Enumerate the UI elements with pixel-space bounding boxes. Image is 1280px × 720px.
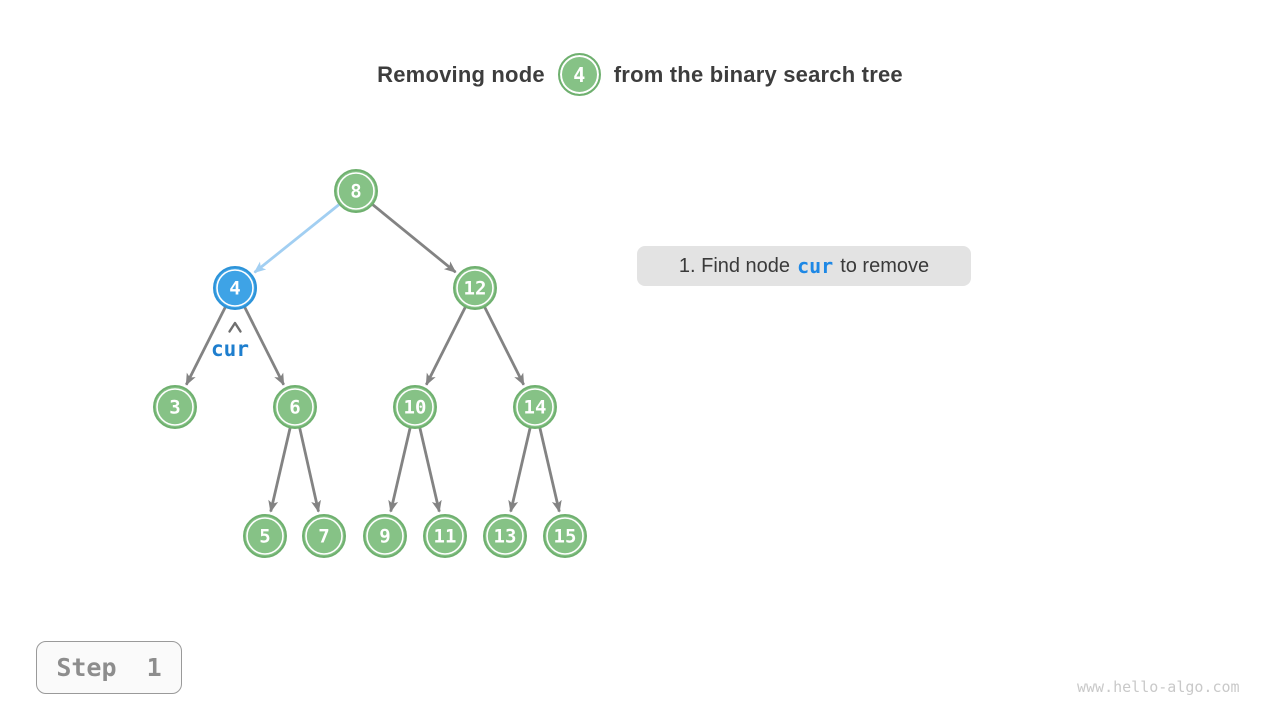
node-inner-ring xyxy=(276,388,314,426)
node-circle xyxy=(273,385,317,429)
node-circle xyxy=(302,514,346,558)
node-value: 11 xyxy=(434,526,457,548)
annotation-step-description: 1. Find node cur to remove xyxy=(637,246,971,286)
annotation-text-before: 1. Find node xyxy=(678,254,791,277)
tree-node-5: 5 xyxy=(243,514,287,558)
tree-node-6: 6 xyxy=(273,385,317,429)
node-value: 14 xyxy=(524,397,547,419)
node-value: 8 xyxy=(350,181,361,203)
tree-edge-12-10 xyxy=(425,306,467,386)
diagram-title: Removing node 4 from the binary search t… xyxy=(0,53,1280,96)
node-value: 6 xyxy=(289,397,300,419)
node-inner-ring xyxy=(156,388,194,426)
node-inner-ring xyxy=(456,269,494,307)
node-circle xyxy=(483,514,527,558)
node-inner-ring xyxy=(337,172,375,210)
tree-node-14: 14 xyxy=(513,385,557,429)
title-prefix: Removing node xyxy=(377,61,545,87)
tree-edge-10-11 xyxy=(418,427,442,513)
step-badge: Step 1 xyxy=(36,641,182,694)
tree-node-4: 4 xyxy=(213,266,257,310)
tree-edge-12-14 xyxy=(483,306,525,386)
cur-pointer: cur xyxy=(211,321,249,361)
node-circle xyxy=(213,266,257,310)
tree-edge-4-3 xyxy=(185,306,227,386)
node-inner-ring xyxy=(305,517,343,555)
node-value: 9 xyxy=(379,526,390,548)
watermark-url: www.hello-algo.com xyxy=(1077,678,1240,696)
node-circle xyxy=(363,514,407,558)
node-value: 10 xyxy=(404,397,427,419)
tree-edge-10-9 xyxy=(388,427,412,513)
node-circle xyxy=(423,514,467,558)
node-circle xyxy=(153,385,197,429)
node-circle xyxy=(393,385,437,429)
node-value: 3 xyxy=(169,397,180,419)
tree-edge-14-15 xyxy=(538,427,562,513)
node-value: 7 xyxy=(318,526,329,548)
node-inner-ring xyxy=(216,269,254,307)
node-inner-ring xyxy=(366,517,404,555)
title-node-value: 4 xyxy=(573,62,586,87)
tree-node-11: 11 xyxy=(423,514,467,558)
tree-node-13: 13 xyxy=(483,514,527,558)
node-value: 15 xyxy=(554,526,577,548)
node-circle xyxy=(513,385,557,429)
tree-edge-6-5 xyxy=(268,427,292,513)
node-circle xyxy=(334,169,378,213)
cur-pointer-label: cur xyxy=(211,337,249,361)
title-node-badge: 4 xyxy=(557,53,601,96)
tree-node-10: 10 xyxy=(393,385,437,429)
node-circle xyxy=(453,266,497,310)
node-inner-ring xyxy=(516,388,554,426)
node-inner-ring xyxy=(546,517,584,555)
tree-edge-8-12 xyxy=(371,203,457,274)
tree-node-8: 8 xyxy=(334,169,378,213)
node-inner-ring xyxy=(246,517,284,555)
tree-edge-14-13 xyxy=(508,427,532,513)
tree-node-3: 3 xyxy=(153,385,197,429)
node-inner-ring xyxy=(486,517,524,555)
step-badge-label: Step 1 xyxy=(56,653,162,682)
node-circle xyxy=(243,514,287,558)
node-value: 13 xyxy=(494,526,517,548)
annotation-cur-keyword: cur xyxy=(797,254,834,278)
node-value: 12 xyxy=(464,278,487,300)
tree-node-15: 15 xyxy=(543,514,587,558)
title-suffix: from the binary search tree xyxy=(613,61,903,87)
tree-node-9: 9 xyxy=(363,514,407,558)
tree-node-12: 12 xyxy=(453,266,497,310)
node-inner-ring xyxy=(426,517,464,555)
tree-edge-8-4 xyxy=(253,203,341,274)
tree-node-7: 7 xyxy=(302,514,346,558)
node-circle xyxy=(543,514,587,558)
node-inner-ring xyxy=(396,388,434,426)
annotation-text-after: to remove xyxy=(840,254,930,277)
node-value: 4 xyxy=(229,278,240,300)
tree-edge-6-7 xyxy=(298,427,321,513)
node-value: 5 xyxy=(259,526,270,548)
cur-pointer-caret-icon xyxy=(228,321,242,333)
tree-edge-4-6 xyxy=(243,306,285,386)
